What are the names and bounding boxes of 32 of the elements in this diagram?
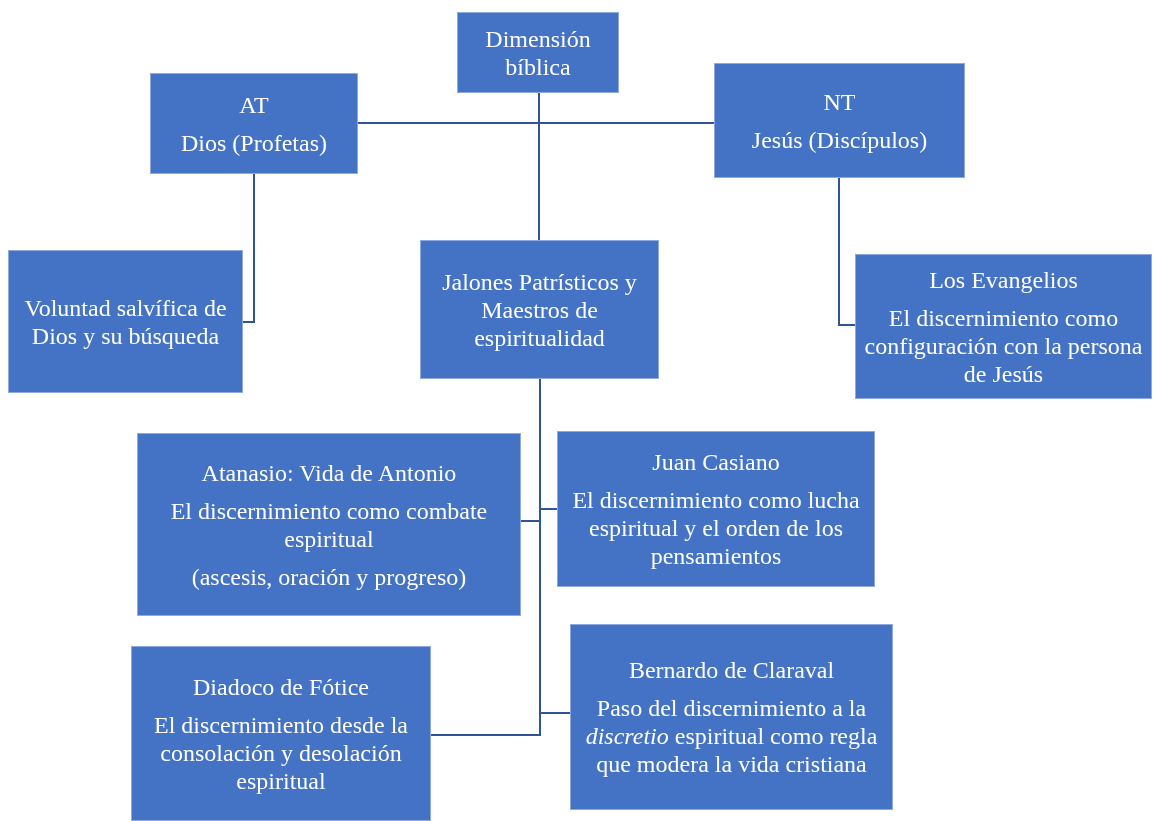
connector-line: [538, 92, 540, 241]
text-box: [457, 12, 619, 93]
text-box: [8, 250, 243, 393]
box-heading: NT: [823, 87, 856, 116]
box-text: Dimensión bíblica: [484, 24, 592, 81]
box-text: Paso del discernimiento a la discretio espiritual como regla que modera la vida cristiana: [584, 694, 879, 778]
box-text: Voluntad salvífica de Dios y su búsqueda: [23, 293, 228, 350]
text-box: [137, 433, 521, 616]
box-text: (ascesis, oración y progreso): [191, 562, 467, 591]
text-box: [714, 63, 965, 178]
box-text: El discernimiento como combate espiritual: [169, 496, 489, 553]
connector-line: [838, 177, 856, 326]
box-text: El discernimiento como lucha espiritual y el orden de los pensamientos: [571, 486, 861, 570]
text-box: [570, 624, 893, 810]
connector-line: [242, 173, 255, 323]
box-text: Dios (Profetas): [181, 128, 327, 157]
box-heading: AT: [239, 90, 269, 119]
box-heading: Los Evangelios: [929, 265, 1078, 294]
text-box: [420, 240, 659, 379]
box-text: Jesús (Discípulos): [751, 125, 928, 154]
box-text: Jalones Patrísticos y Maestros de espiritualidad: [441, 267, 638, 352]
text-box: [557, 431, 875, 587]
box-heading: Bernardo de Claraval: [628, 656, 835, 684]
text-box: [150, 73, 358, 174]
text-box: [855, 254, 1152, 399]
box-heading: Atanasio: Vida de Antonio: [201, 458, 457, 487]
connector-line: [539, 378, 571, 714]
text-box: [131, 646, 431, 821]
box-heading: Juan Casiano: [652, 448, 780, 476]
box-text: El discernimiento como configuración con la persona de Jesús: [863, 303, 1144, 388]
box-heading: Diadoco de Fótice: [193, 672, 369, 701]
box-text: El discernimiento desde la consolación y desolación espiritual: [153, 710, 409, 795]
